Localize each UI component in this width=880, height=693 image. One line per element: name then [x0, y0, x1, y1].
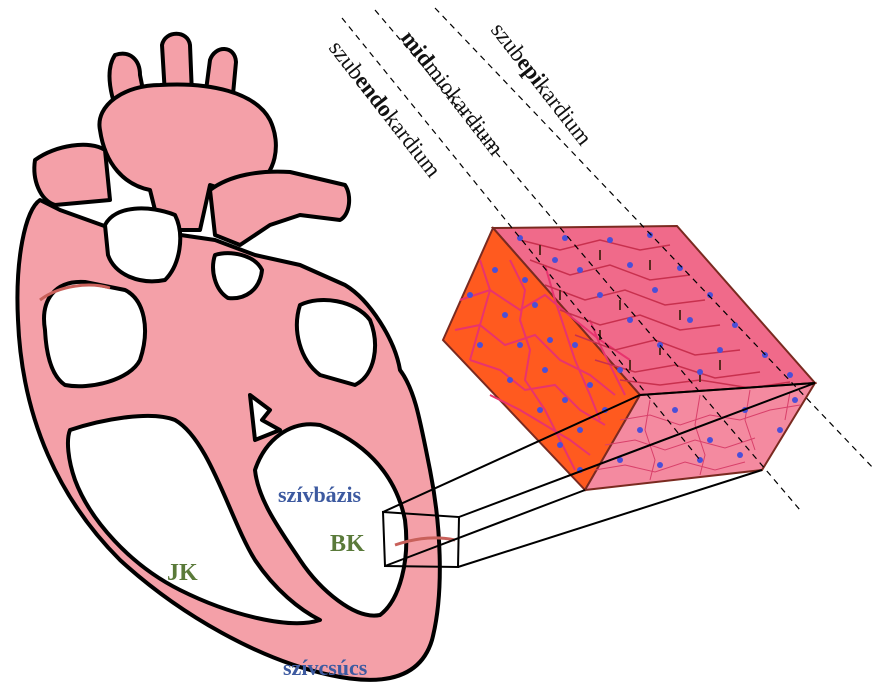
label-subepicardium: szubepikardium	[486, 18, 597, 150]
label-base: szívbázis	[278, 482, 362, 507]
vena-cava	[34, 145, 110, 205]
label-left-ventricle: BK	[330, 531, 365, 557]
label-right-ventricle: JK	[167, 560, 198, 586]
tissue-block	[443, 226, 815, 490]
label-apex: szívcsúcs	[283, 655, 368, 680]
pulmonary-trunk	[210, 172, 349, 245]
aortic-opening	[105, 208, 180, 281]
heart	[17, 34, 439, 680]
right-atrium	[44, 282, 145, 386]
